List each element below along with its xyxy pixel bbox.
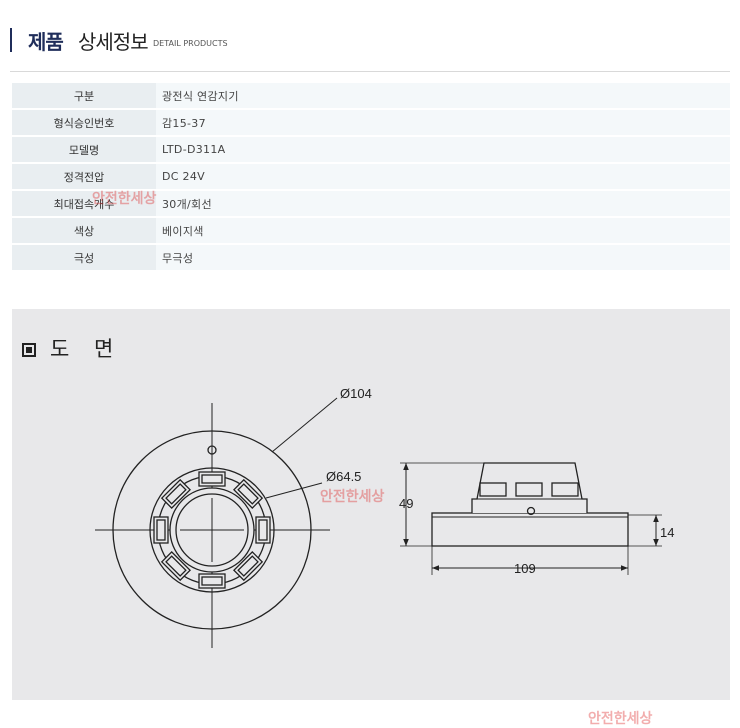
- leader-inner-dia: [265, 482, 323, 499]
- side-base: [431, 512, 629, 547]
- header-title-strong: 제품: [28, 30, 64, 54]
- dim-base-height: 14: [660, 525, 674, 540]
- header-title: 상세정보: [78, 30, 149, 54]
- spec-value: 베이지색: [156, 218, 730, 243]
- spec-value: 감15-37: [156, 110, 730, 135]
- square-bullet-icon: [22, 343, 36, 357]
- drawing-title-text: 도 면: [50, 337, 123, 361]
- watermark: 안전한세상: [588, 711, 653, 727]
- chamber-inner: [175, 493, 249, 567]
- spec-value: 30개/회선: [156, 191, 730, 216]
- outer-circle: [112, 430, 312, 630]
- dim-width: 109: [514, 561, 536, 576]
- cover-ring-outer: [149, 467, 275, 593]
- section-header: 제품 상세정보 DETAIL PRODUCTS: [10, 22, 730, 56]
- vent-slots: [153, 471, 271, 589]
- side-view: [400, 462, 662, 575]
- header-subtitle: DETAIL PRODUCTS: [153, 39, 228, 48]
- header-accent-bar: [10, 28, 12, 52]
- spec-value: LTD-D311A: [156, 137, 730, 162]
- spec-label: 형식승인번호: [12, 110, 156, 135]
- spec-label: 정격전압: [12, 164, 156, 189]
- dim-height: 49: [399, 496, 413, 511]
- top-view: [95, 397, 338, 648]
- spec-label: 구분: [12, 83, 156, 108]
- spec-label: 색상: [12, 218, 156, 243]
- screw-hole: [207, 445, 217, 455]
- side-vent-2: [515, 482, 543, 497]
- dim-outer-dia: Ø104: [340, 386, 372, 401]
- spec-label: 극성: [12, 245, 156, 270]
- header-divider: [10, 71, 730, 72]
- drawing-panel: [12, 309, 730, 700]
- watermark: 안전한세상: [320, 489, 385, 505]
- leader-outer-dia: [271, 397, 338, 453]
- spec-value: 광전식 연감지기: [156, 83, 730, 108]
- spec-label: 모델명: [12, 137, 156, 162]
- side-vent-3: [551, 482, 579, 497]
- watermark: 안전한세상: [92, 191, 157, 207]
- dim-inner-dia: Ø64.5: [326, 469, 361, 484]
- side-vent-1: [479, 482, 507, 497]
- spec-value: 무극성: [156, 245, 730, 270]
- side-top-body: [471, 462, 588, 513]
- side-led: [526, 506, 536, 516]
- spec-label: 최대접속개수: [12, 191, 156, 216]
- spec-value: DC 24V: [156, 164, 730, 189]
- drawing-title: 도 면: [22, 333, 122, 363]
